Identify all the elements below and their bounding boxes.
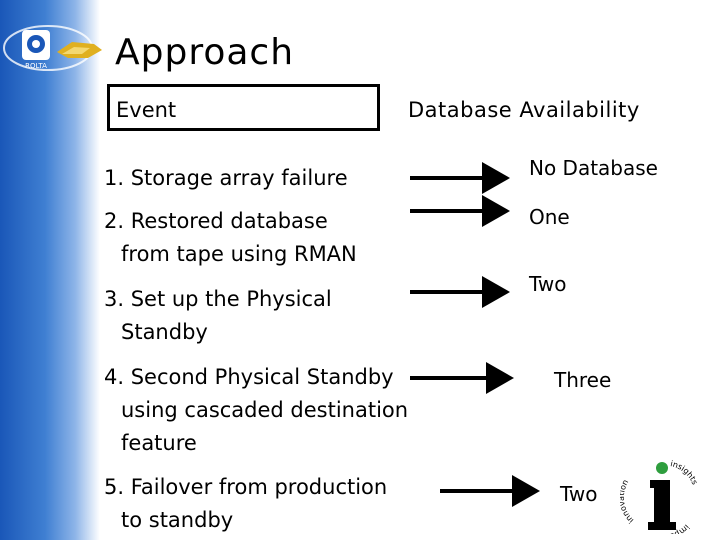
list-item-4: 4. Second Physical Standby using cascade… xyxy=(104,361,408,460)
item-4-line3: feature xyxy=(121,431,197,455)
item-3-line1: 3. Set up the Physical xyxy=(104,287,332,311)
item-5-line1: 5. Failover from production xyxy=(104,475,388,499)
item-4-line1: 4. Second Physical Standby xyxy=(104,365,394,389)
result-5: Two xyxy=(560,482,598,506)
item-5-line2: to standby xyxy=(121,508,234,532)
result-3: Two xyxy=(529,272,567,296)
item-2-line1: 2. Restored database xyxy=(104,209,328,233)
insights-word-2: insights xyxy=(670,459,700,486)
insights-logo: innovation insights impact xyxy=(617,458,700,540)
svg-text:innovation: innovation xyxy=(620,478,635,525)
item-3-line2: Standby xyxy=(121,320,208,344)
list-item-1: 1. Storage array failure xyxy=(104,162,348,195)
list-item-3: 3. Set up the Physical Standby xyxy=(104,283,332,349)
list-item-5: 5. Failover from production to standby xyxy=(104,471,387,537)
result-4: Three xyxy=(554,368,612,392)
slide-title: Approach xyxy=(115,32,295,73)
result-1: No Database xyxy=(529,156,658,180)
left-decorative-band xyxy=(0,0,100,540)
header-event-box xyxy=(107,84,380,131)
item-1-text: 1. Storage array failure xyxy=(104,166,348,190)
logo-text: ROLTA xyxy=(25,62,47,70)
result-2: One xyxy=(529,205,570,229)
svg-text:insights: insights xyxy=(670,459,700,486)
company-logo: ROLTA xyxy=(2,20,112,80)
header-availability-label: Database Availability xyxy=(408,98,640,122)
header-event-label: Event xyxy=(116,98,177,122)
item-2-line2: from tape using RMAN xyxy=(121,242,357,266)
list-item-2: 2. Restored database from tape using RMA… xyxy=(104,205,357,271)
insights-word-1: innovation xyxy=(617,478,636,525)
item-4-line2: using cascaded destination xyxy=(121,398,409,422)
